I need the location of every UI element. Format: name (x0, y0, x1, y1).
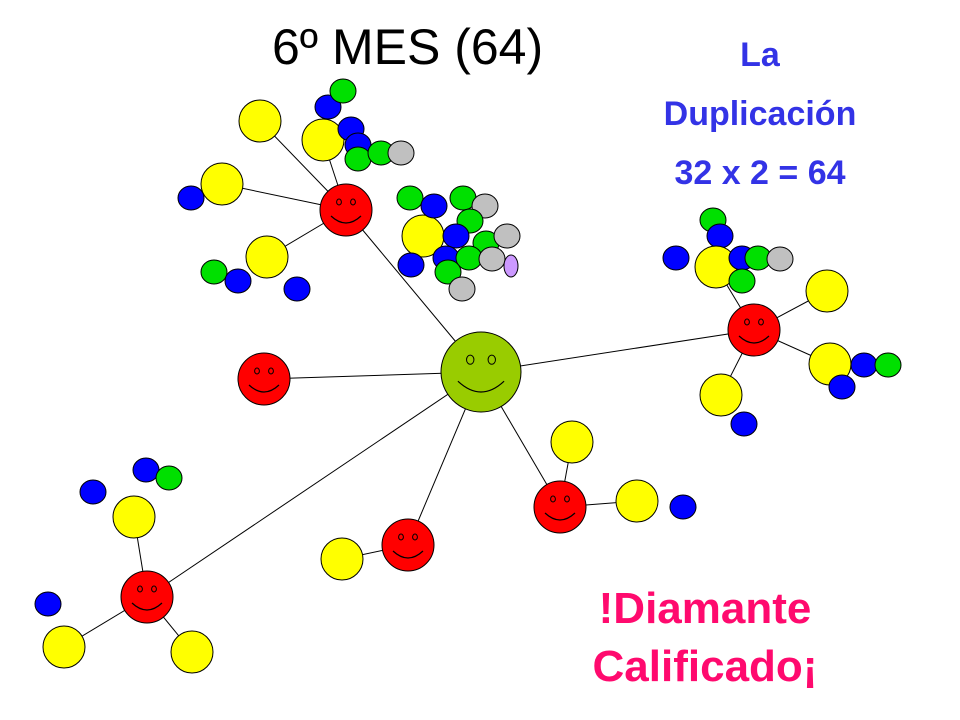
member-dot (397, 252, 425, 278)
member-circle (245, 235, 289, 279)
face-eye (350, 198, 356, 206)
face-eye (744, 318, 750, 326)
member-dot (728, 268, 756, 294)
member-dot (177, 185, 205, 211)
member-circle (42, 625, 86, 669)
face-smile (330, 215, 362, 224)
member-dot (493, 223, 521, 249)
member-oval (503, 254, 519, 278)
member-dot (669, 494, 697, 520)
member-circle (320, 537, 364, 581)
face-eye (758, 318, 764, 326)
duplication-note-line3: 32 x 2 = 64 (674, 154, 846, 192)
duplication-note: La Duplicación 32 x 2 = 64 (640, 26, 880, 203)
member-dot (420, 193, 448, 219)
member-dot (434, 259, 462, 285)
member-dot (766, 246, 794, 272)
member-dot (224, 268, 252, 294)
member-circle (112, 495, 156, 539)
member-circle (805, 269, 849, 313)
face-smile (392, 550, 424, 559)
member-dot (329, 78, 357, 104)
member-dot (448, 276, 476, 302)
leader-node (533, 480, 587, 534)
member-nodes (34, 78, 902, 674)
duplication-note-line2: Duplicación (663, 95, 857, 133)
member-circle (699, 373, 743, 417)
leader-node (237, 352, 291, 406)
smiley-faces (131, 198, 770, 611)
member-dot (706, 223, 734, 249)
member-dot (344, 146, 372, 172)
face-eye (487, 354, 496, 365)
face-eye (564, 495, 570, 503)
member-dot (200, 259, 228, 285)
qualification-banner: !Diamante Calificado¡ (545, 580, 865, 696)
member-dot (314, 94, 342, 120)
face-eye (268, 367, 274, 375)
leader-node (319, 183, 373, 237)
member-dot (730, 411, 758, 437)
face-eye (466, 354, 475, 365)
face-eye (550, 495, 556, 503)
member-dot (34, 591, 62, 617)
member-dot (283, 276, 311, 302)
page-title: 6º MES (64) (272, 19, 544, 75)
member-circle (170, 630, 214, 674)
leader-node (381, 518, 435, 572)
member-circle (301, 118, 345, 162)
member-dot (155, 465, 183, 491)
center-node (440, 331, 522, 413)
member-dot (478, 246, 506, 272)
face-eye (336, 198, 342, 206)
face-eye (412, 533, 418, 541)
face-smile (457, 380, 505, 393)
face-eye (137, 585, 143, 593)
member-dot (662, 245, 690, 271)
face-smile (544, 512, 576, 521)
member-circle (238, 99, 282, 143)
member-dot (442, 223, 470, 249)
member-dot (850, 352, 878, 378)
member-dot (132, 457, 160, 483)
face-smile (248, 384, 280, 393)
qualification-banner-line1: !Diamante (598, 584, 812, 633)
leader-node (727, 303, 781, 357)
face-eye (151, 585, 157, 593)
duplication-note-line1: La (740, 36, 780, 74)
member-dot (828, 374, 856, 400)
line-center-leader (146, 371, 482, 598)
face-smile (131, 602, 163, 611)
member-circle (615, 479, 659, 523)
leader-node (120, 570, 174, 624)
face-smile (738, 335, 770, 344)
member-circle (550, 420, 594, 464)
member-dot (874, 352, 902, 378)
face-eye (254, 367, 260, 375)
qualification-banner-line2: Calificado¡ (592, 642, 818, 691)
member-circle (200, 162, 244, 206)
member-dot (79, 479, 107, 505)
face-eye (398, 533, 404, 541)
line-center-leader (480, 329, 755, 373)
member-dot (387, 140, 415, 166)
member-dot (396, 185, 424, 211)
